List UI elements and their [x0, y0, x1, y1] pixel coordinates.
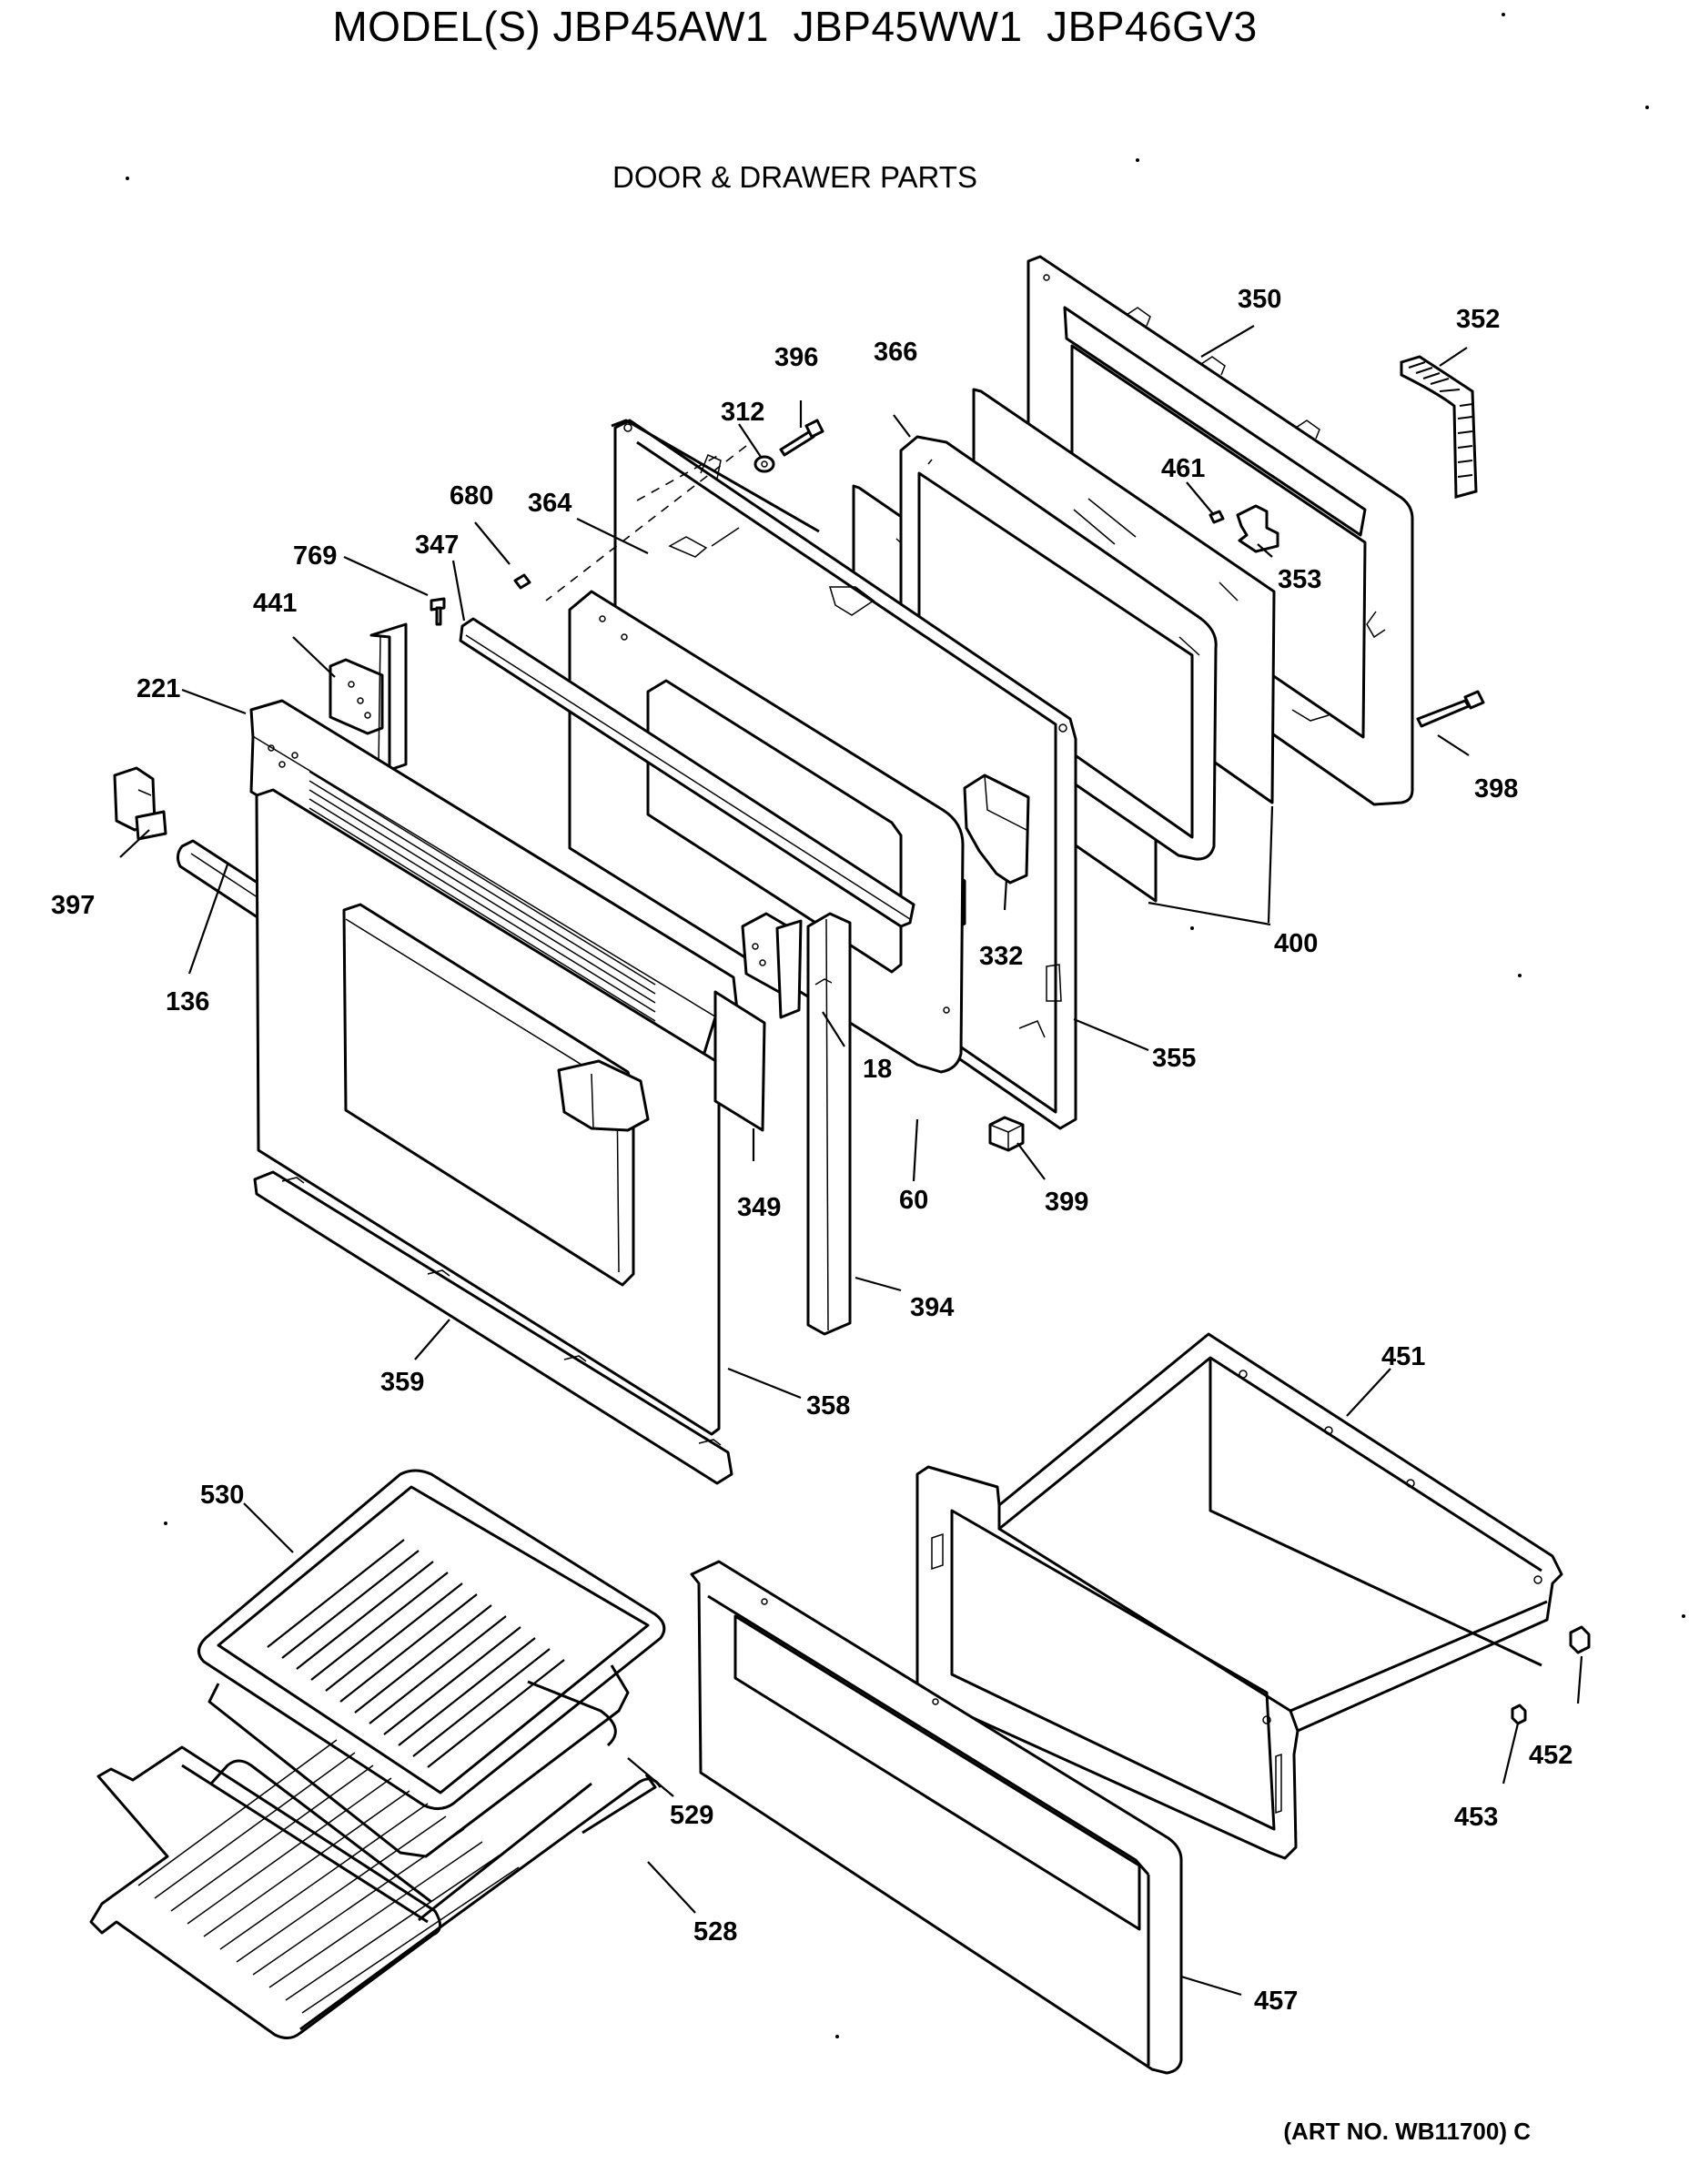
part-352-door-seal [1400, 355, 1478, 499]
callout-529: 529 [670, 1801, 713, 1830]
part-528-oven-rack [89, 1739, 662, 2039]
callout-398: 398 [1474, 774, 1518, 804]
section-title: DOOR & DRAWER PARTS [612, 160, 977, 194]
callout-355: 355 [1152, 1044, 1196, 1073]
callout-332: 332 [979, 942, 1023, 971]
part-353-clip [1236, 504, 1279, 553]
callout-399: 399 [1045, 1188, 1088, 1217]
callout-136: 136 [166, 987, 209, 1016]
part-452-drawer-glide [1569, 1625, 1591, 1654]
callout-457: 457 [1254, 1987, 1298, 2016]
part-366-door-liner [899, 435, 1218, 861]
part-394-side-channel [806, 912, 852, 1336]
part-349-glass-trim [557, 990, 766, 1132]
part-312-washer [753, 455, 775, 473]
part-457-drawer-front [690, 1560, 1183, 2075]
callout-680: 680 [450, 481, 493, 511]
callout-221: 221 [137, 674, 180, 703]
art-number: (ART NO. WB11700) C [1283, 2118, 1531, 2145]
callout-461: 461 [1161, 454, 1205, 483]
callout-352: 352 [1456, 305, 1500, 334]
callout-364: 364 [528, 489, 571, 518]
callout-396: 396 [774, 343, 818, 372]
part-399-bumper [988, 1116, 1025, 1152]
part-529-broiler-pan [207, 1664, 630, 1922]
part-769-screw [430, 597, 446, 626]
callout-397: 397 [51, 891, 95, 920]
part-453-drawer-stop [1511, 1704, 1527, 1725]
callout-360: 60 [899, 1186, 928, 1215]
callout-394: 394 [910, 1293, 954, 1322]
callout-353: 353 [1278, 565, 1321, 594]
leader-lines [119, 325, 1583, 1997]
scan-specks [126, 13, 1685, 2038]
callout-347: 347 [415, 531, 459, 560]
callout-366: 366 [874, 338, 917, 367]
part-18-hinge [741, 912, 803, 1019]
callout-441: 441 [253, 589, 297, 618]
callout-451: 451 [1381, 1342, 1425, 1371]
callout-18: 18 [863, 1055, 892, 1084]
part-347-top-channel [459, 617, 915, 928]
callout-453: 453 [1454, 1803, 1498, 1832]
model-title: MODEL(S) JBP45AW1 JBP45WW1 JBP46GV3 [332, 3, 1258, 50]
part-397-door-latch-bracket [113, 766, 167, 841]
callout-349: 349 [737, 1193, 781, 1222]
callout-769: 769 [293, 541, 337, 571]
part-358-outer-door [255, 788, 721, 1436]
callout-358: 358 [806, 1391, 850, 1421]
part-451-drawer-body [915, 1332, 1563, 1860]
part-364-door-frame-top [545, 419, 820, 602]
callout-452: 452 [1529, 1741, 1573, 1770]
part-359-bottom-trim [253, 1170, 733, 1485]
part-530-broiler-pan-insert [197, 1469, 666, 1810]
callout-350: 350 [1238, 285, 1281, 314]
callout-528: 528 [693, 1917, 737, 1946]
callout-labels: 350 352 396 366 312 461 680 364 353 769 … [51, 285, 1573, 2016]
part-680-screw [513, 573, 531, 590]
part-396-screw [779, 419, 824, 457]
part-441-hinge-bracket [329, 622, 408, 772]
callout-312: 312 [721, 398, 764, 427]
part-332-insulation [963, 774, 1030, 885]
callout-400: 400 [1274, 929, 1318, 958]
callout-359: 359 [380, 1368, 424, 1397]
part-398-screw [1416, 690, 1485, 728]
callout-530: 530 [200, 1481, 244, 1510]
